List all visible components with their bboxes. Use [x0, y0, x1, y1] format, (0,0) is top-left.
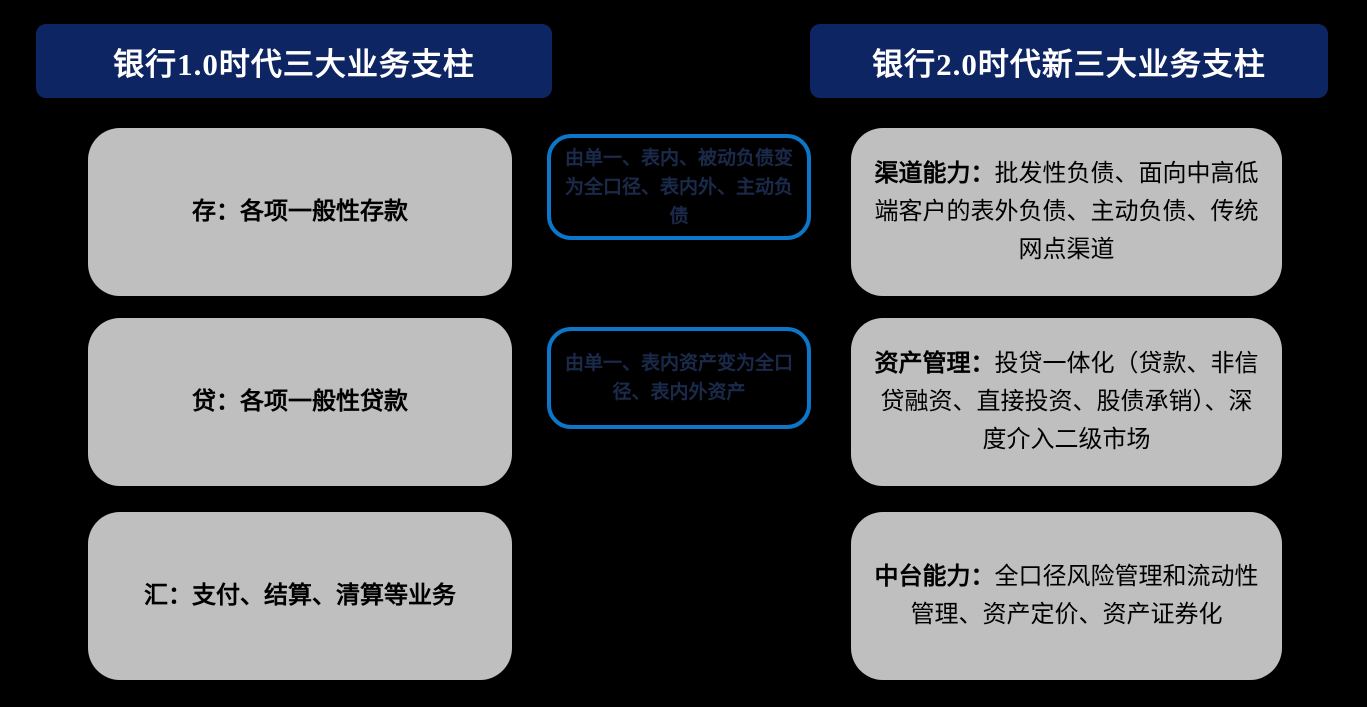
pillar-loans-text: 贷：各项一般性贷款: [192, 389, 408, 415]
header-bank-2-0: 银行2.0时代新三大业务支柱: [810, 24, 1328, 98]
pillar-middle-office-text: 中台能力：全口径风险管理和流动性管理、资产定价、资产证券化: [871, 558, 1262, 634]
pillar-middle-office-label: 中台能力：: [874, 564, 995, 590]
pillar-asset-management-body: 投贷一体化（贷款、非信贷融资、直接投资、股债承销）、深度介入二级市场: [880, 351, 1259, 453]
pillar-channel-capability-text: 渠道能力：批发性负债、面向中高低端客户的表外负债、主动负债、传统网点渠道: [871, 155, 1262, 269]
pillar-remittance-text: 汇：支付、结算、清算等业务: [144, 583, 456, 609]
pillar-remittance-box: 汇：支付、结算、清算等业务: [88, 512, 512, 680]
pillar-channel-capability-label: 渠道能力：: [874, 161, 995, 187]
pillar-channel-capability-box: 渠道能力：批发性负债、面向中高低端客户的表外负债、主动负债、传统网点渠道: [851, 128, 1282, 296]
pillar-middle-office-body: 全口径风险管理和流动性管理、资产定价、资产证券化: [910, 564, 1259, 628]
transition-note-liabilities-text: 由单一、表内、被动负债变为全口径、表内外、主动负债: [564, 147, 793, 227]
pillar-asset-management-text: 资产管理：投贷一体化（贷款、非信贷融资、直接投资、股债承销）、深度介入二级市场: [871, 345, 1262, 459]
transition-note-assets-text: 由单一、表内资产变为全口径、表内外资产: [564, 353, 793, 403]
pillar-deposits-box: 存：各项一般性存款: [88, 128, 512, 296]
header-bank-1-0: 银行1.0时代三大业务支柱: [36, 24, 552, 98]
transition-note-assets: 由单一、表内资产变为全口径、表内外资产: [547, 327, 811, 429]
pillar-asset-management-label: 资产管理：: [874, 351, 995, 377]
header-bank-2-0-title: 银行2.0时代新三大业务支柱: [872, 46, 1266, 82]
pillar-loans-box: 贷：各项一般性贷款: [88, 318, 512, 486]
pillar-channel-capability-body: 批发性负债、面向中高低端客户的表外负债、主动负债、传统网点渠道: [874, 161, 1259, 263]
pillar-asset-management-box: 资产管理：投贷一体化（贷款、非信贷融资、直接投资、股债承销）、深度介入二级市场: [851, 318, 1282, 486]
pillar-deposits-text: 存：各项一般性存款: [192, 199, 408, 225]
pillar-middle-office-box: 中台能力：全口径风险管理和流动性管理、资产定价、资产证券化: [851, 512, 1282, 680]
transition-note-liabilities: 由单一、表内、被动负债变为全口径、表内外、主动负债: [547, 134, 811, 240]
header-bank-1-0-title: 银行1.0时代三大业务支柱: [113, 46, 475, 82]
